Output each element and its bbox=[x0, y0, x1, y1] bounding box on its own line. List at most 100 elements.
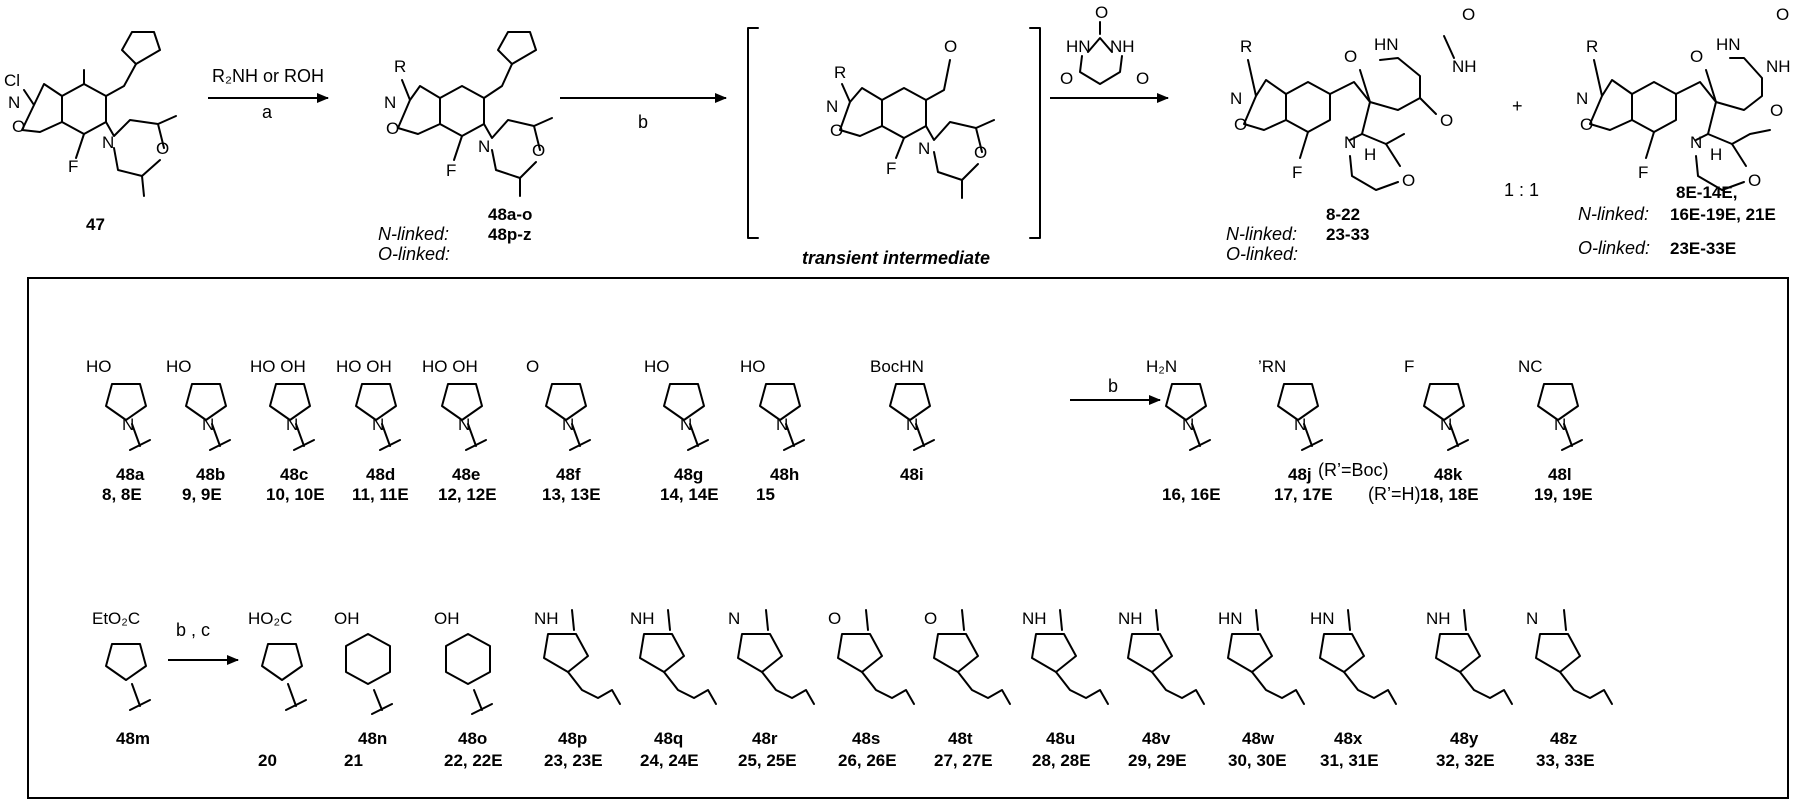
ratio-label: 1 : 1 bbox=[1504, 180, 1539, 200]
compound-48-structure: R N O F N O 48a-o 48p-z bbox=[384, 31, 553, 244]
o-atom: O bbox=[386, 119, 399, 138]
substituent-code: 48v bbox=[1142, 729, 1171, 748]
ring-n-atom: N bbox=[1294, 415, 1306, 434]
hn-atom: HN bbox=[1716, 35, 1741, 54]
n-linked-label-1: N-linked: bbox=[378, 224, 449, 244]
substituent-code: 48x bbox=[1334, 729, 1363, 748]
substituent-code: 48e bbox=[452, 465, 480, 484]
n-morph-atom: N bbox=[918, 139, 930, 158]
substituent-top-label: O bbox=[526, 357, 539, 376]
substituent-top-label: HO bbox=[740, 357, 766, 376]
f-atom: F bbox=[68, 157, 78, 176]
epimer-n-range-1: 8E-14E, bbox=[1676, 183, 1737, 202]
o-atom: O bbox=[1095, 3, 1108, 22]
row1-substituent-9: N BocHN 48i bbox=[870, 357, 935, 484]
n-atom: N bbox=[826, 97, 838, 116]
substituent-code: 48o bbox=[458, 729, 487, 748]
substituent-code: 48g bbox=[674, 465, 703, 484]
ring-n-atom: N bbox=[286, 415, 298, 434]
compound-47-structure: Cl N O F N O 47 bbox=[4, 31, 177, 234]
substituent-code: 48p bbox=[558, 729, 587, 748]
n-ring-atom: N bbox=[1344, 133, 1356, 152]
substituent-code: 48t bbox=[948, 729, 973, 748]
substituent-code: 48f bbox=[556, 465, 581, 484]
transient-label: transient intermediate bbox=[802, 248, 990, 268]
product-numbers: 11, 11E bbox=[352, 485, 409, 504]
ring-n-atom: N bbox=[906, 415, 918, 434]
o-morph-atom: O bbox=[532, 141, 545, 160]
o-linked-label-2: O-linked: bbox=[1226, 244, 1298, 264]
substituent-top-label: NH bbox=[1118, 609, 1143, 628]
substituent-code: 48n bbox=[358, 729, 387, 748]
substituent-top-label: HO₂C bbox=[248, 609, 292, 628]
product-numbers: 20 bbox=[258, 751, 277, 770]
substituent-top-label: O bbox=[828, 609, 841, 628]
product-numbers: 33, 33E bbox=[1536, 751, 1595, 770]
substituent-top-label: H₂N bbox=[1146, 357, 1177, 376]
ring-n-atom: N bbox=[202, 415, 214, 434]
substituent-top-label: HN bbox=[1310, 609, 1335, 628]
substituent-top-label: BocHN bbox=[870, 357, 924, 376]
epimer-spiro-structure: R N O F N H O HN O NH O O 8E-14E, 16E-19… bbox=[1576, 5, 1791, 258]
substituent-code: 48u bbox=[1046, 729, 1075, 748]
product-numbers: 9, 9E bbox=[182, 485, 222, 504]
substituent-top-label: HO OH bbox=[336, 357, 392, 376]
compound-48-o-range: 48p-z bbox=[488, 225, 531, 244]
product-numbers: 14, 14E bbox=[660, 485, 719, 504]
n-morph-atom: N bbox=[478, 137, 490, 156]
r-group: R bbox=[1240, 37, 1252, 56]
nh-atom: NH bbox=[1110, 37, 1135, 56]
transient-intermediate-structure: R N O F O N O transient intermediate bbox=[747, 27, 1041, 268]
o-atom-2: O bbox=[1440, 111, 1453, 130]
o-morph-atom: O bbox=[156, 139, 169, 158]
r-prime-h-note: (R’=H) bbox=[1368, 484, 1421, 504]
o-atom-3: O bbox=[1136, 69, 1149, 88]
epimer-o-range: 23E-33E bbox=[1670, 239, 1736, 258]
ring-n-atom: N bbox=[1440, 415, 1452, 434]
ring-n-atom: N bbox=[1182, 415, 1194, 434]
substituent-top-label: NH bbox=[534, 609, 559, 628]
r-group: R bbox=[1586, 37, 1598, 56]
product-numbers: 16, 16E bbox=[1162, 485, 1221, 504]
product-numbers: 27, 27E bbox=[934, 751, 993, 770]
r-group: R bbox=[394, 57, 406, 76]
substituent-top-label: O bbox=[924, 609, 937, 628]
product-numbers: 25, 25E bbox=[738, 751, 797, 770]
substituent-code: 48r bbox=[752, 729, 778, 748]
substituent-top-label: NH bbox=[1022, 609, 1047, 628]
substituent-code: 48i bbox=[900, 465, 924, 484]
step-a-label: a bbox=[262, 102, 273, 122]
substituent-code: 48k bbox=[1434, 465, 1463, 484]
product-numbers: 17, 17E bbox=[1274, 485, 1333, 504]
o-linked-label-3: O-linked: bbox=[1578, 238, 1650, 258]
substituent-top-label: F bbox=[1404, 357, 1414, 376]
f-atom: F bbox=[886, 159, 896, 178]
substituent-top-label: HO bbox=[166, 357, 192, 376]
n-linked-label-2: N-linked: bbox=[1226, 224, 1297, 244]
product-numbers: 18, 18E bbox=[1420, 485, 1479, 504]
ring-n-atom: N bbox=[776, 415, 788, 434]
n-atom: N bbox=[1230, 89, 1242, 108]
row1-substituent-10: N H₂N 16, 16E bbox=[1146, 357, 1221, 504]
r-group: R bbox=[834, 63, 846, 82]
product-numbers: 32, 32E bbox=[1436, 751, 1495, 770]
substituent-top-label: HO OH bbox=[422, 357, 478, 376]
h-atom: H bbox=[1364, 145, 1376, 164]
product-n-range: 8-22 bbox=[1326, 205, 1360, 224]
n-atom: N bbox=[384, 93, 396, 112]
substituent-code: 48h bbox=[770, 465, 799, 484]
o-atom: O bbox=[1580, 115, 1593, 134]
substituent-top-label: N bbox=[1526, 609, 1538, 628]
product-numbers: 22, 22E bbox=[444, 751, 503, 770]
o-morph-atom: O bbox=[974, 143, 987, 162]
substituent-code: 48d bbox=[366, 465, 395, 484]
